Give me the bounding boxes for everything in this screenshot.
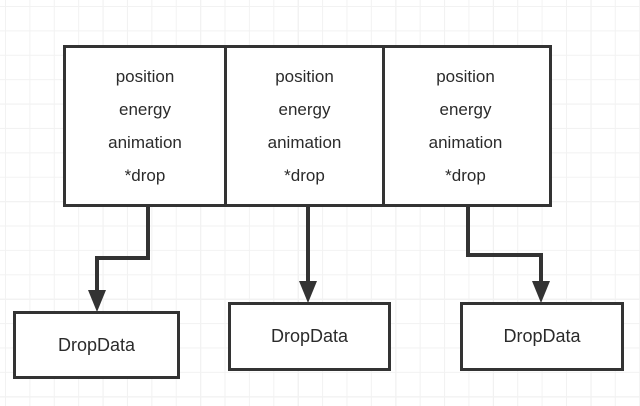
compartment-3-line-4: *drop [445,166,486,185]
top-composite-node[interactable]: position energy animation *drop position… [63,45,552,207]
compartment-3-line-1: position [436,67,495,86]
compartment-3[interactable]: position energy animation *drop [385,48,546,204]
compartment-1-line-1: position [115,67,175,86]
edge-path-1 [95,207,150,294]
dropdata-node-3-label: DropData [503,326,581,346]
dropdata-node-3[interactable]: DropData [460,302,624,371]
edge-path-3 [466,207,543,285]
dropdata-node-1[interactable]: DropData [13,311,180,379]
dropdata-node-1-label: DropData [57,334,136,355]
compartment-1[interactable]: position energy animation *drop [66,48,224,204]
edge-compartment3-to-dropdata3 [466,207,550,303]
compartment-2[interactable]: position energy animation *drop [224,48,385,204]
arrowhead-1 [88,290,106,312]
compartment-1-line-2: energy [119,100,171,119]
compartment-3-line-3: animation [428,133,503,152]
compartment-1-line-4: *drop [124,166,166,185]
dropdata-node-2-label: DropData [270,326,349,346]
compartment-3-line-2: energy [439,100,492,119]
compartment-2-line-1: position [275,67,334,86]
compartment-1-line-3: animation [108,133,182,152]
arrowhead-2 [299,281,317,303]
dropdata-node-2[interactable]: DropData [228,302,391,371]
compartment-2-line-3: animation [267,133,342,152]
edge-compartment2-to-dropdata2 [299,207,317,303]
compartment-2-line-2: energy [278,100,331,119]
edge-compartment1-to-dropdata1 [88,207,150,312]
compartment-2-line-4: *drop [284,166,325,185]
arrowhead-3 [532,281,550,303]
